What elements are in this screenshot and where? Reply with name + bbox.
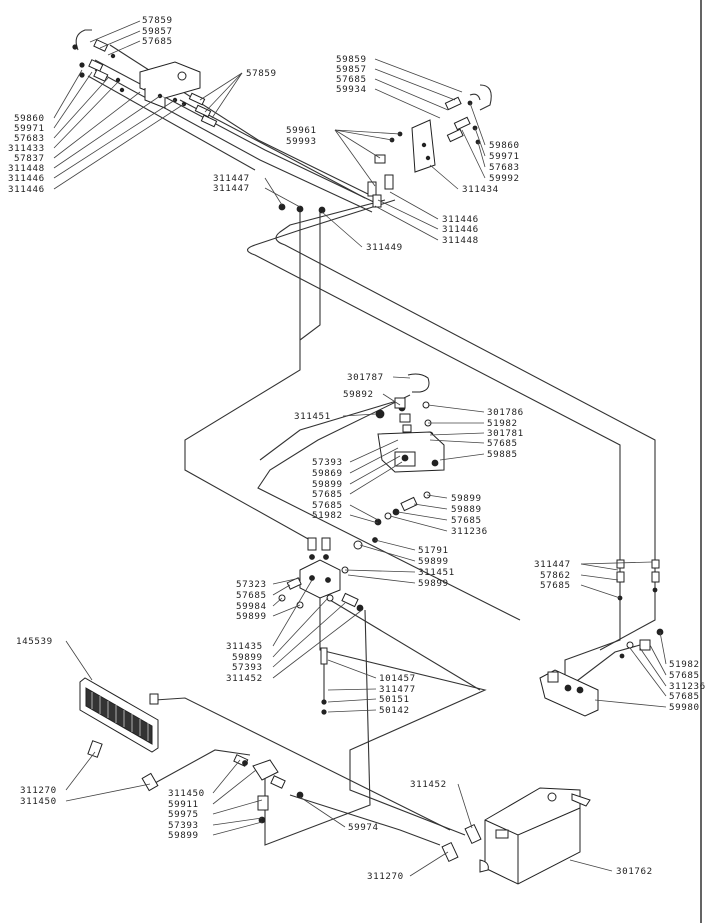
callout-label: 59984 <box>236 601 267 612</box>
callout-label: 311477 <box>379 684 416 695</box>
callout-label: 51982 <box>487 418 518 429</box>
hose-routes <box>87 44 656 846</box>
callout-label: 57859 <box>246 68 277 79</box>
callout-label: 57685 <box>336 74 367 85</box>
callout-label: 59911 <box>168 799 199 810</box>
callout-label: 311446 <box>8 173 45 184</box>
callout-label: 311448 <box>8 163 45 174</box>
callout-label: 50151 <box>379 694 410 705</box>
callout-label: 59859 <box>336 54 367 65</box>
callout-label: 59899 <box>418 578 449 589</box>
callout-label: 59869 <box>312 468 343 479</box>
callout-label: 301786 <box>487 407 524 418</box>
callout-label: 57685 <box>236 590 267 601</box>
callout-label: 59899 <box>232 652 263 663</box>
callout-label: 59892 <box>343 389 374 400</box>
callout-label: 57685 <box>451 515 482 526</box>
callout-label: 311434 <box>462 184 499 195</box>
callout-label: 57685 <box>669 691 700 702</box>
callout-label: 57685 <box>540 580 571 591</box>
callout-label: 57683 <box>489 162 520 173</box>
top-left-fittings <box>72 29 218 128</box>
callout-label: 301781 <box>487 428 524 439</box>
callout-label: 59961 <box>286 125 317 136</box>
callout-label: 59857 <box>142 26 173 37</box>
callout-label: 59860 <box>489 140 520 151</box>
callout-label: 311270 <box>20 785 57 796</box>
callout-label: 311446 <box>442 214 479 225</box>
callout-label: 311447 <box>213 183 250 194</box>
callout-label: 51982 <box>312 510 343 521</box>
cylinder <box>320 647 328 715</box>
callout-label: 59975 <box>168 809 199 820</box>
callout-label: 57685 <box>487 438 518 449</box>
callout-label: 50142 <box>379 705 410 716</box>
callout-label: 311433 <box>8 143 45 154</box>
callout-label: 311451 <box>418 567 455 578</box>
callout-label: 57685 <box>312 500 343 511</box>
fittings-311447 <box>278 203 326 214</box>
callout-label: 57685 <box>312 489 343 500</box>
callout-label: 59889 <box>451 504 482 515</box>
callout-label: 59934 <box>336 84 367 95</box>
mid-fittings <box>374 491 431 526</box>
callout-label: 57683 <box>14 133 45 144</box>
callout-label: 59857 <box>336 64 367 75</box>
right-fittings <box>616 559 664 659</box>
callout-label: 301787 <box>347 372 384 383</box>
top-left-bracket <box>139 61 201 109</box>
callout-label: 59899 <box>451 493 482 504</box>
callout-label: 59885 <box>487 449 518 460</box>
callout-label: 59971 <box>14 123 45 134</box>
callout-label: 57323 <box>236 579 267 590</box>
callout-label: 59971 <box>489 151 520 162</box>
lower-tee <box>233 754 304 824</box>
callout-label: 57393 <box>168 820 199 831</box>
callout-label: 311449 <box>366 242 403 253</box>
callout-label: 145539 <box>16 636 53 647</box>
callout-label: 311450 <box>168 788 205 799</box>
callout-label: 311452 <box>410 779 447 790</box>
lower-left-block <box>278 537 378 612</box>
callout-label: 311435 <box>226 641 263 652</box>
callout-label: 101457 <box>379 673 416 684</box>
callout-label: 311236 <box>669 681 706 692</box>
callout-label: 57862 <box>540 570 571 581</box>
callout-label: 311236 <box>451 526 488 537</box>
callout-label: 311451 <box>294 411 331 422</box>
oil-cooler <box>79 677 159 792</box>
callout-label: 59899 <box>236 611 267 622</box>
callout-labels: 57859 59857 57685 57859 59860 59971 5768… <box>8 15 706 882</box>
callout-label: 57859 <box>142 15 173 26</box>
callout-label: 311452 <box>226 673 263 684</box>
callout-label: 59899 <box>312 479 343 490</box>
callout-label: 59992 <box>489 173 520 184</box>
callout-label: 59860 <box>14 113 45 124</box>
callout-label: 301762 <box>616 866 653 877</box>
callout-label: 57393 <box>312 457 343 468</box>
callout-label: 57837 <box>14 153 45 164</box>
callout-label: 59980 <box>669 702 700 713</box>
callout-label: 57685 <box>669 670 700 681</box>
callout-label: 311450 <box>20 796 57 807</box>
leader-lines <box>53 20 667 877</box>
callout-label: 59993 <box>286 136 317 147</box>
callout-label: 311270 <box>367 871 404 882</box>
callout-label: 311446 <box>8 184 45 195</box>
callout-label: 311447 <box>213 173 250 184</box>
callout-label: 311446 <box>442 224 479 235</box>
callout-label: 311448 <box>442 235 479 246</box>
callout-label: 59974 <box>348 822 379 833</box>
right-lower-valve <box>539 669 599 717</box>
callout-label: 57685 <box>142 36 173 47</box>
callout-label: 51791 <box>418 545 449 556</box>
callout-label: 59899 <box>168 830 199 841</box>
callout-label: 57393 <box>232 662 263 673</box>
callout-label: 311447 <box>534 559 571 570</box>
callout-label: 51982 <box>669 659 700 670</box>
hydraulic-tank <box>441 787 591 885</box>
callout-label: 59899 <box>418 556 449 567</box>
